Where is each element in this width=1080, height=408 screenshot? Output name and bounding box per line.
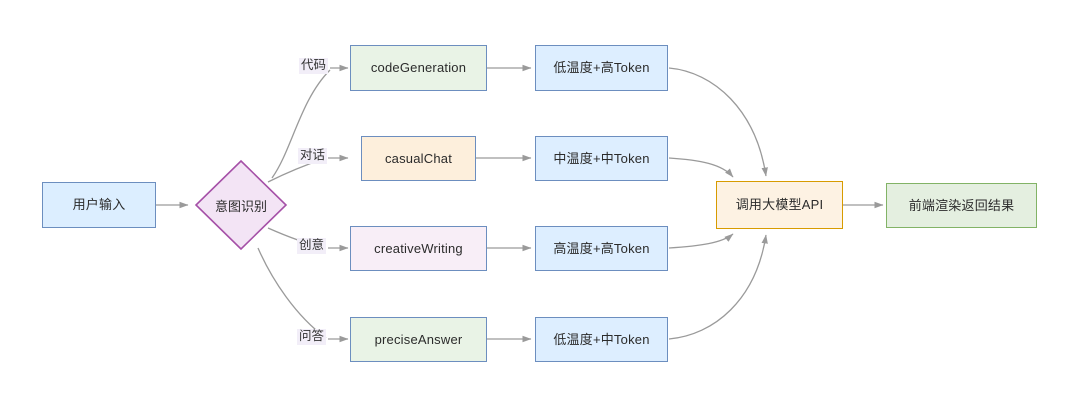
node-temp-answer-label: 低温度+中Token — [553, 331, 650, 347]
edge-label-creative: 创意 — [297, 238, 327, 254]
node-user-input-label: 用户输入 — [72, 197, 126, 213]
node-temp-code[interactable]: 低温度+高Token — [535, 45, 668, 91]
edge-temp-creative-to-api — [668, 233, 734, 249]
node-temp-chat[interactable]: 中温度+中Token — [535, 136, 668, 181]
node-temp-creative-label: 高温度+高Token — [553, 240, 650, 256]
node-call-api-label: 调用大模型API — [735, 197, 824, 213]
node-intent-recognition[interactable]: 意图识别 — [194, 159, 288, 251]
node-code-generation-label: codeGeneration — [370, 60, 467, 76]
edge-label-answer: 问答 — [297, 329, 327, 345]
node-render-result[interactable]: 前端渲染返回结果 — [886, 183, 1037, 228]
node-precise-answer[interactable]: preciseAnswer — [350, 317, 487, 362]
node-render-result-label: 前端渲染返回结果 — [908, 197, 1015, 213]
diamond-shape-icon — [194, 159, 288, 251]
edge-temp-answer-to-api — [668, 234, 768, 340]
edge-temp-chat-to-api — [668, 157, 734, 178]
node-creative-writing-label: creativeWriting — [374, 240, 463, 256]
edge-temp-code-to-api — [668, 67, 768, 177]
node-creative-writing[interactable]: creativeWriting — [350, 226, 487, 271]
node-code-generation[interactable]: codeGeneration — [350, 45, 487, 91]
node-temp-chat-label: 中温度+中Token — [553, 150, 650, 166]
edge-label-code: 代码 — [299, 58, 329, 74]
edge-intent-to-precise-answer — [257, 247, 327, 339]
node-casual-chat[interactable]: casualChat — [361, 136, 476, 181]
node-precise-answer-label: preciseAnswer — [374, 331, 463, 347]
node-temp-code-label: 低温度+高Token — [553, 60, 650, 76]
edge-label-chat: 对话 — [298, 148, 328, 164]
node-temp-creative[interactable]: 高温度+高Token — [535, 226, 668, 271]
node-user-input[interactable]: 用户输入 — [42, 182, 156, 228]
node-call-api[interactable]: 调用大模型API — [716, 181, 843, 229]
node-intent-recognition-label: 意图识别 — [214, 198, 267, 214]
node-casual-chat-label: casualChat — [384, 150, 453, 166]
node-temp-answer[interactable]: 低温度+中Token — [535, 317, 668, 362]
